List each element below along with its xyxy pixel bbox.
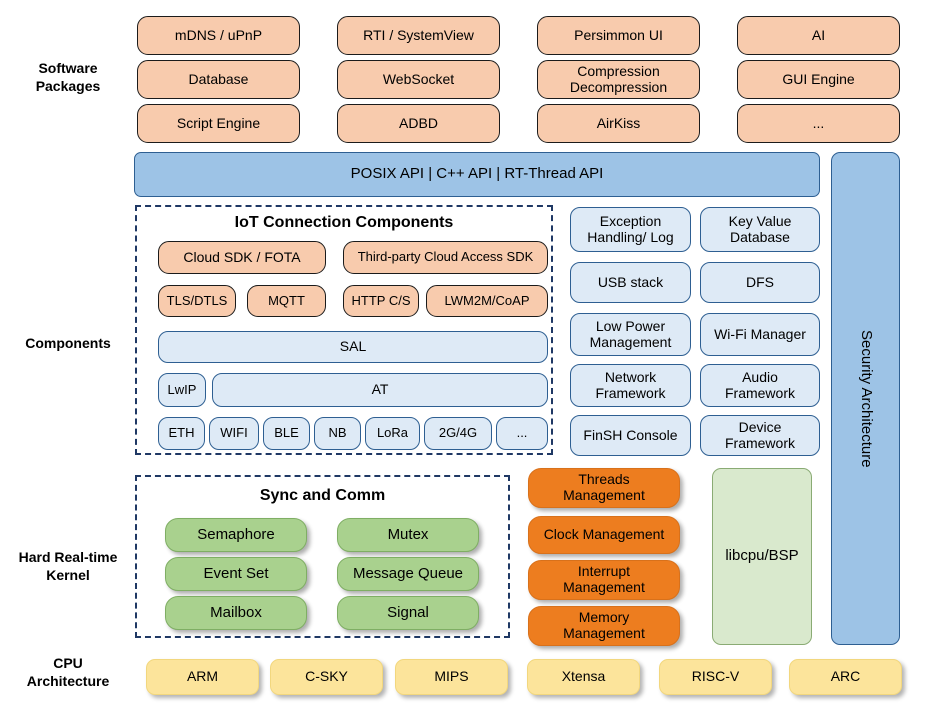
component-box[interactable]: DFS (700, 262, 820, 303)
libcpu-bsp-box[interactable]: libcpu/BSP (712, 468, 812, 645)
kernel-management-box[interactable]: Interrupt Management (528, 560, 680, 600)
iot-link-box[interactable]: WIFI (209, 417, 259, 450)
iot-link-box[interactable]: ... (496, 417, 548, 450)
iot-lwip-box[interactable]: LwIP (158, 373, 206, 407)
iot-link-box[interactable]: NB (314, 417, 361, 450)
package-box[interactable]: Persimmon UI (537, 16, 700, 55)
package-box[interactable]: GUI Engine (737, 60, 900, 99)
cpu-architecture-box[interactable]: ARC (789, 659, 902, 695)
sync-object-box[interactable]: Semaphore (165, 518, 307, 552)
component-box[interactable]: Key Value Database (700, 207, 820, 252)
component-box[interactable]: USB stack (570, 262, 691, 303)
package-box[interactable]: Script Engine (137, 104, 300, 143)
iot-link-box[interactable]: LoRa (365, 417, 420, 450)
iot-link-box[interactable]: BLE (263, 417, 310, 450)
package-box[interactable]: WebSocket (337, 60, 500, 99)
iot-connection-group (135, 205, 553, 455)
package-box[interactable]: mDNS / uPnP (137, 16, 300, 55)
cpu-architecture-box[interactable]: ARM (146, 659, 259, 695)
sync-object-box[interactable]: Mailbox (165, 596, 307, 630)
iot-sal-box[interactable]: SAL (158, 331, 548, 363)
cpu-architecture-box[interactable]: RISC-V (659, 659, 772, 695)
section-label-cpu: CPU Architecture (26, 655, 110, 689)
cpu-architecture-box[interactable]: MIPS (395, 659, 508, 695)
section-label-software-packages: Software Packages (35, 60, 101, 94)
package-box[interactable]: Database (137, 60, 300, 99)
component-box[interactable]: Exception Handling/ Log (570, 207, 691, 252)
package-box[interactable]: RTI / SystemView (337, 16, 500, 55)
component-box[interactable]: FinSH Console (570, 415, 691, 456)
security-architecture-bar[interactable]: Security Architecture (831, 152, 900, 645)
component-box[interactable]: Audio Framework (700, 364, 820, 407)
package-box[interactable]: AI (737, 16, 900, 55)
kernel-management-box[interactable]: Clock Management (528, 516, 680, 554)
security-architecture-label: Security Architecture (857, 329, 875, 468)
iot-protocol-box[interactable]: TLS/DTLS (158, 285, 236, 317)
component-box[interactable]: Device Framework (700, 415, 820, 456)
iot-cloud-box[interactable]: Cloud SDK / FOTA (158, 241, 326, 274)
component-box[interactable]: Low Power Management (570, 313, 691, 356)
package-box[interactable]: Compression Decompression (537, 60, 700, 99)
component-box[interactable]: Wi-Fi Manager (700, 313, 820, 356)
sync-object-box[interactable]: Signal (337, 596, 479, 630)
package-box[interactable]: AirKiss (537, 104, 700, 143)
iot-link-box[interactable]: ETH (158, 417, 205, 450)
kernel-management-box[interactable]: Memory Management (528, 606, 680, 646)
section-label-kernel: Hard Real-time Kernel (18, 549, 118, 583)
iot-link-box[interactable]: 2G/4G (424, 417, 492, 450)
iot-protocol-box[interactable]: LWM2M/CoAP (426, 285, 548, 317)
cpu-architecture-box[interactable]: Xtensa (527, 659, 640, 695)
sync-and-comm-group (135, 475, 510, 638)
iot-protocol-box[interactable]: MQTT (247, 285, 326, 317)
kernel-management-box[interactable]: Threads Management (528, 468, 680, 508)
section-label-components: Components (25, 335, 111, 351)
iot-cloud-box[interactable]: Third-party Cloud Access SDK (343, 241, 548, 274)
sync-object-box[interactable]: Mutex (337, 518, 479, 552)
iot-protocol-box[interactable]: HTTP C/S (343, 285, 419, 317)
package-box[interactable]: ... (737, 104, 900, 143)
package-box[interactable]: ADBD (337, 104, 500, 143)
iot-connection-group-title: IoT Connection Components (234, 214, 454, 231)
iot-at-box[interactable]: AT (212, 373, 548, 407)
sync-and-comm-title: Sync and Comm (259, 487, 386, 504)
sync-object-box[interactable]: Event Set (165, 557, 307, 591)
sync-object-box[interactable]: Message Queue (337, 557, 479, 591)
cpu-architecture-box[interactable]: C-SKY (270, 659, 383, 695)
component-box[interactable]: Network Framework (570, 364, 691, 407)
api-layer-bar[interactable]: POSIX API | C++ API | RT-Thread API (134, 152, 820, 197)
